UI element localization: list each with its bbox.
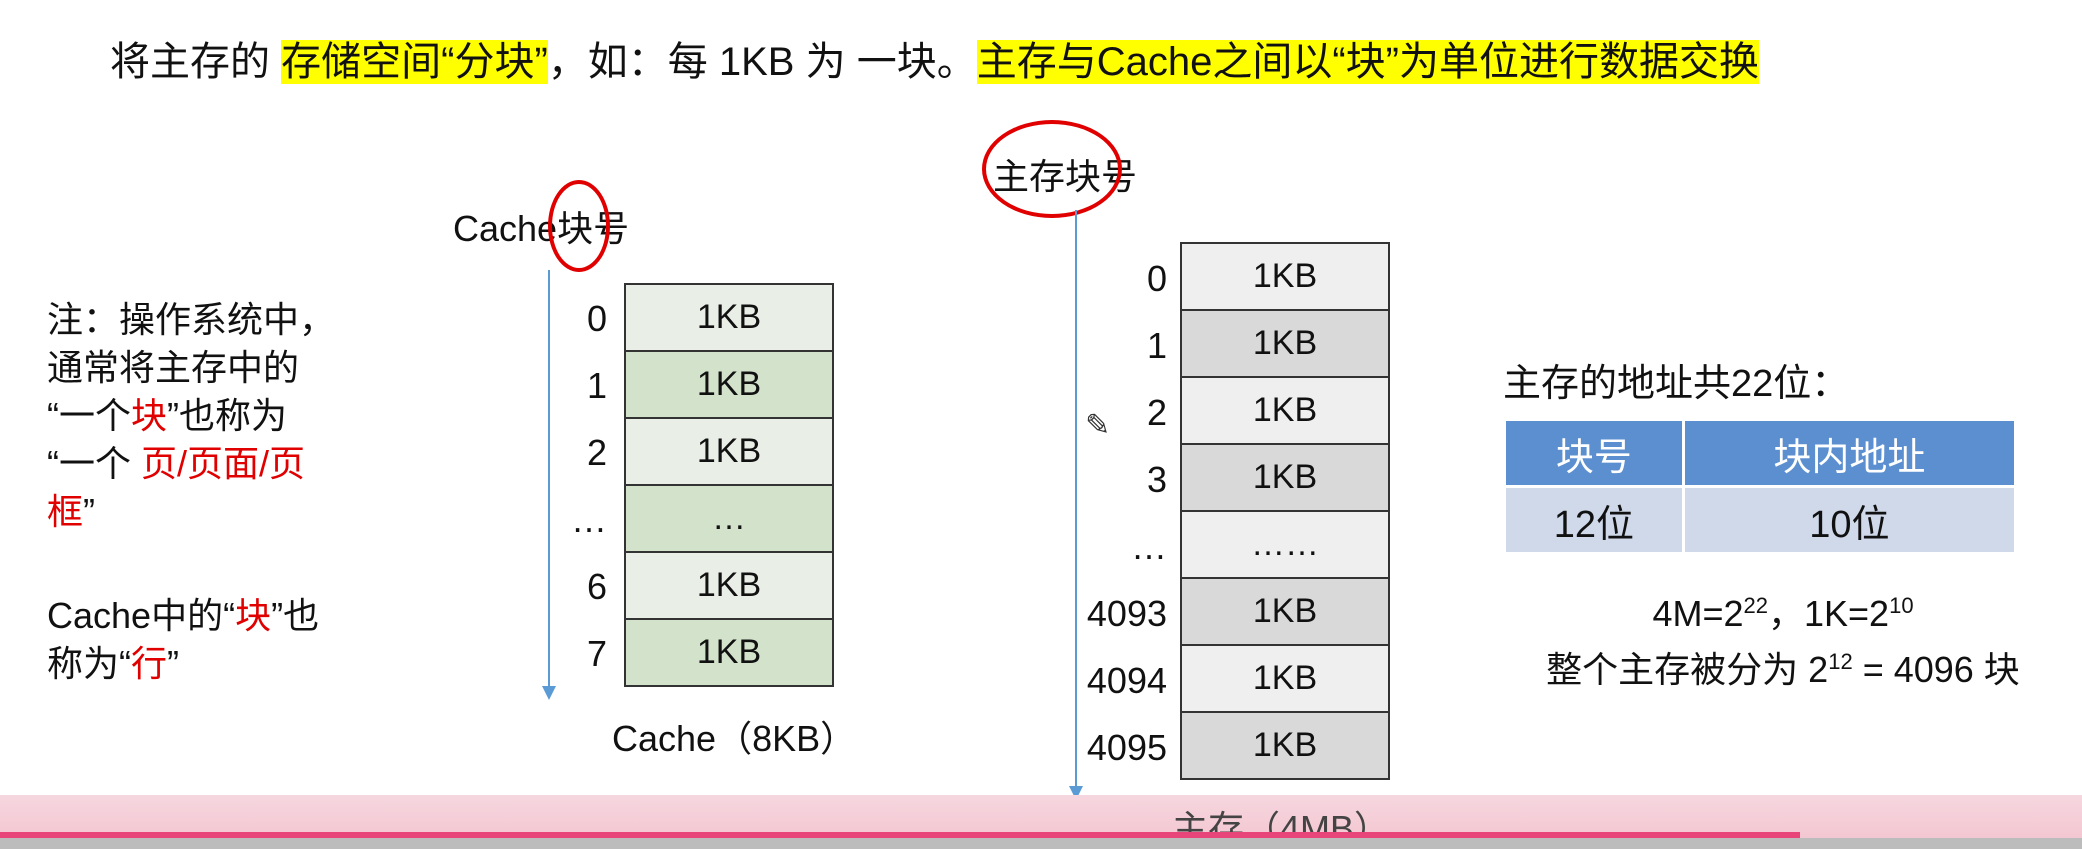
title-highlight-2: 主存与Cache之间以“块”为单位进行数据交换 xyxy=(976,40,1759,84)
memory-row-num: 4095 xyxy=(1086,727,1167,768)
note-line-6: Cache中的“块”也 xyxy=(47,595,320,636)
equation-line-1: 4M=222，1K=210 xyxy=(1652,593,1914,634)
memory-block: 1KB xyxy=(1180,711,1390,780)
cache-red-circle xyxy=(548,180,610,272)
note-line-4: “一个 页/页面/页 xyxy=(47,443,306,484)
cache-row-num: 0 xyxy=(586,298,607,339)
note-line-7: 称为“行” xyxy=(47,643,180,684)
cache-row-num: 7 xyxy=(586,633,607,674)
memory-axis-line xyxy=(1075,210,1077,790)
memory-block: 1KB xyxy=(1180,443,1390,512)
block-number-bits: 12位 xyxy=(1506,488,1682,552)
note-line-1: 注：操作系统中， xyxy=(47,299,336,340)
slide-title: 将主存的 存储空间“分块”，如：每 1KB 为 一块。主存与Cache之间以“块… xyxy=(110,30,1759,94)
memory-row-num: 2 xyxy=(1146,392,1167,433)
cache-note: Cache中的“块”也 称为“行” xyxy=(47,592,319,688)
bottom-bar xyxy=(0,838,2082,849)
memory-red-circle xyxy=(982,120,1122,218)
memory-block: 1KB xyxy=(1180,309,1390,378)
equation-line-2: 整个主存被分为 212 = 4096 块 xyxy=(1546,649,2020,690)
cache-axis-arrow xyxy=(542,686,556,700)
address-table: 块号 块内地址 12位 10位 xyxy=(1503,418,2017,555)
memory-row-num: 4093 xyxy=(1086,593,1167,634)
header-block-offset: 块内地址 xyxy=(1684,421,2014,485)
title-prefix: 将主存的 xyxy=(110,40,282,84)
note-line-5: 框” xyxy=(47,491,96,532)
memory-row-num: 3 xyxy=(1146,459,1167,500)
cache-block: 1KB xyxy=(624,551,834,620)
title-middle: ，如：每 1KB 为 一块。 xyxy=(547,40,977,84)
address-table-header: 块号 块内地址 xyxy=(1506,421,2014,485)
cache-axis-line xyxy=(548,270,550,690)
cache-row-num: 2 xyxy=(586,432,607,473)
memory-block: 1KB xyxy=(1180,376,1390,445)
address-heading: 主存的地址共22位： xyxy=(1503,363,1850,405)
cache-block: 1KB xyxy=(624,618,834,687)
memory-block: 1KB xyxy=(1180,577,1390,646)
note-line-3: “一个块”也称为 xyxy=(47,395,288,436)
cache-block: … xyxy=(624,484,834,553)
cache-row-num: 1 xyxy=(586,365,607,406)
header-block-number: 块号 xyxy=(1506,421,1682,485)
memory-row-num: … xyxy=(1131,526,1167,567)
cache-block: 1KB xyxy=(624,417,834,486)
pencil-icon[interactable]: ✎ xyxy=(1085,409,1111,442)
memory-block: …… xyxy=(1180,510,1390,579)
cache-row-num: 6 xyxy=(586,566,607,607)
memory-block: 1KB xyxy=(1180,242,1390,311)
memory-block: 1KB xyxy=(1180,644,1390,713)
address-equations: 4M=222，1K=210 整个主存被分为 212 = 4096 块 xyxy=(1503,582,2063,694)
progress-line[interactable] xyxy=(0,832,1800,838)
cache-block: 1KB xyxy=(624,283,834,352)
address-table-row: 12位 10位 xyxy=(1506,488,2014,552)
os-note: 注：操作系统中， 通常将主存中的 “一个块”也称为 “一个 页/页面/页 框” xyxy=(47,296,335,536)
memory-row-num: 0 xyxy=(1146,258,1167,299)
memory-row-num: 4094 xyxy=(1086,660,1167,701)
note-line-2: 通常将主存中的 xyxy=(47,347,300,388)
cache-caption: Cache（8KB） xyxy=(612,718,857,759)
cache-row-num: … xyxy=(571,499,607,540)
title-highlight-1: 存储空间“分块” xyxy=(281,40,548,84)
block-offset-bits: 10位 xyxy=(1684,488,2014,552)
cache-block: 1KB xyxy=(624,350,834,419)
memory-row-num: 1 xyxy=(1146,325,1167,366)
